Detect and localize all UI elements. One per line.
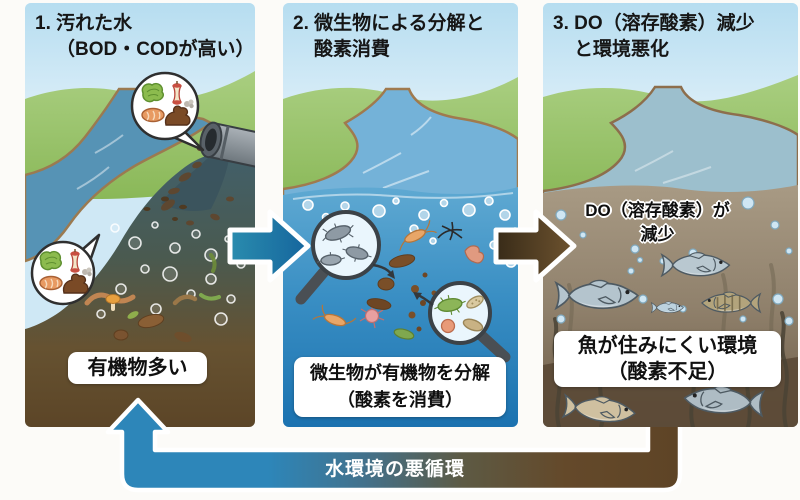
panel1-title-line2: （BOD・CODが高い） bbox=[56, 39, 255, 60]
panel1-title: 1. 汚れた水 （BOD・CODが高い） bbox=[35, 11, 254, 63]
panel-2-decomposition: 2. 微生物による分解と 酸素消費 微生物が有機物を分解 （酸素を消費） bbox=[283, 3, 518, 427]
panel3-caption-line1: 魚が住みにくい環境 bbox=[577, 335, 758, 357]
panel3-caption-line2: （酸素不足） bbox=[607, 361, 728, 383]
do-note-line2: 減少 bbox=[640, 225, 675, 244]
panel-1-dirty-water: 1. 汚れた水 （BOD・CODが高い） 有機物多い bbox=[25, 3, 255, 427]
bacteria-icon bbox=[312, 220, 485, 340]
panel1-title-line1: 1. 汚れた水 bbox=[35, 13, 133, 34]
cycle-arrow-icon bbox=[105, 397, 683, 493]
panel3-title-line2: と環境悪化 bbox=[574, 39, 670, 60]
river bbox=[283, 87, 518, 205]
pipe-icon bbox=[199, 121, 255, 171]
panel1-caption: 有機物多い bbox=[68, 352, 207, 384]
surface-line bbox=[292, 192, 514, 200]
fish-icon bbox=[555, 251, 761, 313]
flow-arrow-1-icon bbox=[227, 209, 311, 283]
magnifier-icon bbox=[295, 210, 395, 305]
water-highlight bbox=[76, 134, 124, 190]
water-highlight bbox=[362, 116, 432, 189]
panel-3-do-decrease: 3. DO（溶存酸素）減少 と環境悪化 DO（溶存酸素）が 減少 魚が住みにくい… bbox=[543, 3, 798, 427]
flow-arrow-2-icon bbox=[493, 209, 577, 283]
panel3-caption: 魚が住みにくい環境 （酸素不足） bbox=[554, 331, 781, 387]
striped-fish-icon bbox=[701, 291, 761, 313]
panel3-title: 3. DO（溶存酸素）減少 と環境悪化 bbox=[553, 11, 755, 63]
panel1-caption-text: 有機物多い bbox=[87, 357, 188, 379]
organic-debris bbox=[366, 254, 437, 332]
bubbles-icon bbox=[555, 196, 794, 326]
panel2-caption-line2: （酸素を消費） bbox=[337, 390, 463, 410]
food-waste-callout-bottom bbox=[30, 233, 101, 306]
water-highlight bbox=[634, 150, 712, 184]
river bbox=[543, 85, 798, 205]
do-decrease-note: DO（溶存酸素）が 減少 bbox=[560, 199, 755, 247]
bacteria-icon bbox=[434, 295, 484, 334]
magnifier-icon bbox=[413, 281, 511, 363]
bacteria-icon bbox=[316, 223, 372, 266]
panel2-scene bbox=[283, 3, 518, 427]
panel2-title-line1: 2. 微生物による分解と bbox=[293, 13, 485, 34]
microbe-y bbox=[464, 245, 485, 264]
do-note-line1: DO（溶存酸素）が bbox=[585, 201, 730, 220]
panel2-title: 2. 微生物による分解と 酸素消費 bbox=[293, 11, 485, 63]
panel2-title-line2: 酸素消費 bbox=[314, 39, 391, 60]
panel3-title-line1: 3. DO（溶存酸素）減少 bbox=[553, 13, 755, 34]
panel2-caption: 微生物が有機物を分解 （酸素を消費） bbox=[294, 357, 506, 417]
cycle-arrow-label: 水環境の悪循環 bbox=[324, 459, 465, 480]
food-waste-callout-top bbox=[130, 71, 205, 152]
panel2-caption-line1: 微生物が有機物を分解 bbox=[310, 363, 490, 383]
discharge-stream bbox=[161, 153, 229, 211]
organic-debris bbox=[84, 196, 221, 343]
